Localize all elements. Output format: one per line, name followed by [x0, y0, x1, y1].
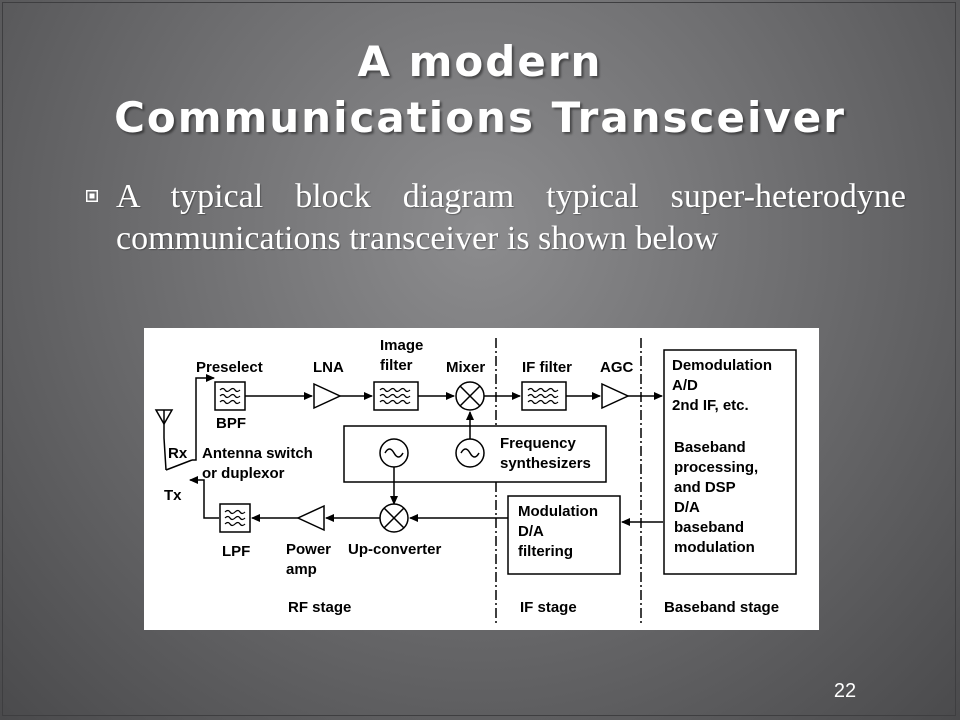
mixer-icon [455, 381, 485, 411]
label-baseband-4: D/A [674, 499, 700, 516]
label-preselect: Preselect [196, 359, 263, 376]
label-if-filter: IF filter [522, 359, 572, 376]
label-agc: AGC [600, 359, 634, 376]
slide-title: A modern Communications Transceiver [0, 34, 960, 146]
label-mod-3: filtering [518, 543, 573, 560]
label-if-stage: IF stage [520, 599, 577, 616]
oscillator-icon [379, 438, 409, 468]
title-line-2: Communications Transceiver [114, 93, 846, 142]
label-mod-1: Modulation [518, 503, 598, 520]
bullet-text: A typical block diagram typical super-he… [116, 178, 906, 257]
transceiver-block-diagram: Preselect BPF LNA Image filter Mixer IF … [144, 328, 819, 630]
oscillator-icon [455, 438, 485, 468]
if-filter-icon [521, 381, 567, 411]
label-antenna-2: or duplexor [202, 465, 285, 482]
label-tx: Tx [164, 487, 182, 504]
label-demod-1: Demodulation [672, 357, 772, 374]
label-bpf: BPF [216, 415, 246, 432]
title-line-1: A modern [357, 37, 603, 86]
label-power-1: Power [286, 541, 331, 558]
label-mixer: Mixer [446, 359, 485, 376]
agc-amplifier-icon [601, 382, 630, 410]
label-baseband-stage: Baseband stage [664, 599, 779, 616]
label-demod-3: 2nd IF, etc. [672, 397, 749, 414]
upconverter-mixer-icon [379, 503, 409, 533]
label-power-2: amp [286, 561, 317, 578]
bpf-filter-icon [214, 381, 246, 411]
label-baseband-6: modulation [674, 539, 755, 556]
bullet-point: A typical block diagram typical super-he… [86, 176, 906, 260]
label-antenna-1: Antenna switch [202, 445, 313, 462]
label-baseband-1: Baseband [674, 439, 746, 456]
label-lna: LNA [313, 359, 344, 376]
lpf-filter-icon [219, 503, 251, 533]
label-demod-2: A/D [672, 377, 698, 394]
modulation-box [507, 495, 621, 575]
label-upconverter: Up-converter [348, 541, 442, 558]
page-number: 22 [833, 680, 857, 702]
label-mod-2: D/A [518, 523, 544, 540]
power-amp-icon [296, 504, 325, 532]
image-filter-icon [373, 381, 419, 411]
label-image-2: filter [380, 357, 413, 374]
diagram-svg: Preselect BPF LNA Image filter Mixer IF … [154, 337, 797, 626]
baseband-processing-box [663, 349, 797, 575]
box-bullet-icon [86, 190, 98, 202]
antenna-icon [154, 409, 174, 438]
label-image-1: Image [380, 337, 423, 354]
lna-amplifier-icon [313, 382, 342, 410]
label-rf-stage: RF stage [288, 599, 351, 616]
label-freq-2: synthesizers [500, 455, 591, 472]
label-rx: Rx [168, 445, 188, 462]
label-baseband-5: baseband [674, 519, 744, 536]
label-freq-1: Frequency [500, 435, 577, 452]
label-baseband-2: processing, [674, 459, 758, 476]
label-lpf: LPF [222, 543, 250, 560]
label-baseband-3: and DSP [674, 479, 736, 496]
